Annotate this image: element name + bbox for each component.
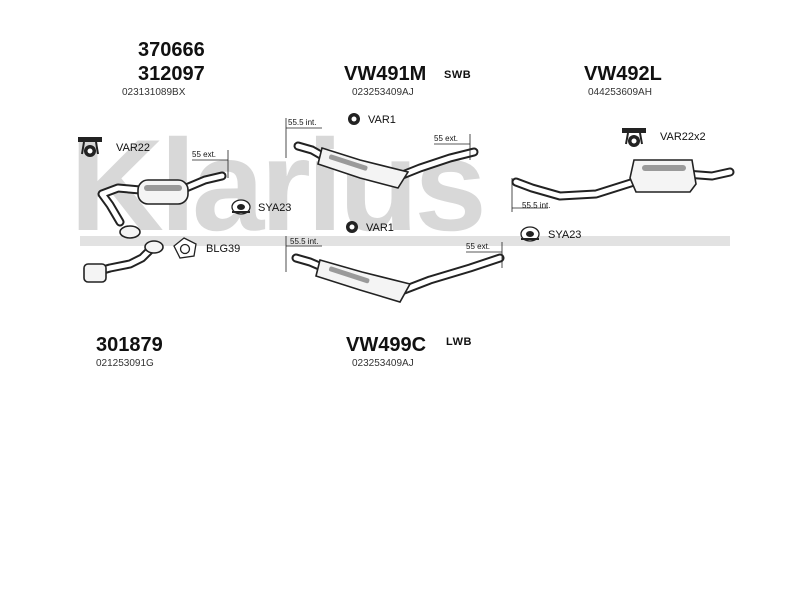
oem-number-rear: 044253609AH	[588, 87, 652, 98]
catalyst-body	[137, 179, 189, 205]
clamp-icon	[520, 226, 540, 242]
downpipe-assembly	[83, 240, 164, 283]
downpipe-flange	[144, 240, 164, 254]
label-sya23-left: SYA23	[258, 202, 291, 214]
rubber-hanger-icon	[78, 137, 102, 157]
fitting-var22x2: VAR22x2	[622, 128, 706, 147]
label-sya23-right: SYA23	[548, 229, 581, 241]
fitting-sya23-right: SYA23	[520, 226, 581, 242]
dim-55-5-int-lwb: 55.5 int.	[290, 237, 318, 246]
label-var1-bottom: VAR1	[366, 222, 394, 234]
fitting-sya23-left: SYA23	[231, 199, 291, 215]
fitting-var1-bottom: VAR1	[346, 221, 394, 234]
variant-swb: SWB	[444, 69, 471, 81]
watermark-bar	[80, 236, 730, 246]
centre-silencer-lwb	[291, 253, 505, 303]
silencer-body-rear	[629, 159, 697, 193]
part-number-vw499c: VW499C	[346, 334, 426, 356]
dim-55-5-int-rear: 55.5 int.	[522, 201, 550, 210]
label-var22x2: VAR22x2	[660, 131, 706, 143]
dim-55-ext-front: 55 ext.	[192, 150, 216, 159]
fitting-blg39: BLG39	[173, 237, 240, 259]
part-number-301879: 301879	[96, 334, 163, 356]
fitting-var1-top: VAR1	[348, 113, 396, 126]
front-pipe-assembly	[97, 171, 227, 239]
dim-55-ext-swb: 55 ext.	[434, 134, 458, 143]
oem-number-downpipe: 021253091G	[96, 358, 154, 369]
label-var1-top: VAR1	[368, 114, 396, 126]
part-number-312097: 312097	[138, 63, 205, 85]
rubber-hanger-icon	[622, 128, 646, 147]
dim-55-ext-lwb: 55 ext.	[466, 242, 490, 251]
oem-number-swb: 023253409AJ	[352, 87, 414, 98]
front-flange	[119, 225, 141, 239]
rear-silencer	[511, 159, 735, 201]
part-number-370666: 370666	[138, 39, 205, 61]
clamp-icon	[231, 199, 251, 215]
fitting-var22: VAR22	[78, 137, 150, 157]
dimension-annotations: 55 ext. 55.5 int. 55 ext. 55.5 int. 55.5…	[192, 118, 550, 272]
part-number-vw492l: VW492L	[584, 63, 662, 85]
label-var22: VAR22	[116, 142, 150, 154]
centre-silencer-swb	[293, 141, 479, 189]
oem-number-lwb: 023253409AJ	[352, 358, 414, 369]
label-blg39: BLG39	[206, 243, 240, 255]
manifold-flange	[83, 263, 107, 283]
variant-lwb: LWB	[446, 336, 472, 348]
rubber-hanger-icon	[348, 113, 360, 125]
oem-number-front: 023131089BX	[122, 87, 186, 98]
flange-gasket-icon	[173, 237, 197, 259]
part-number-vw491m: VW491M	[344, 63, 426, 85]
dim-55-5-int-swb: 55.5 int.	[288, 118, 316, 127]
rubber-hanger-icon	[346, 221, 358, 233]
